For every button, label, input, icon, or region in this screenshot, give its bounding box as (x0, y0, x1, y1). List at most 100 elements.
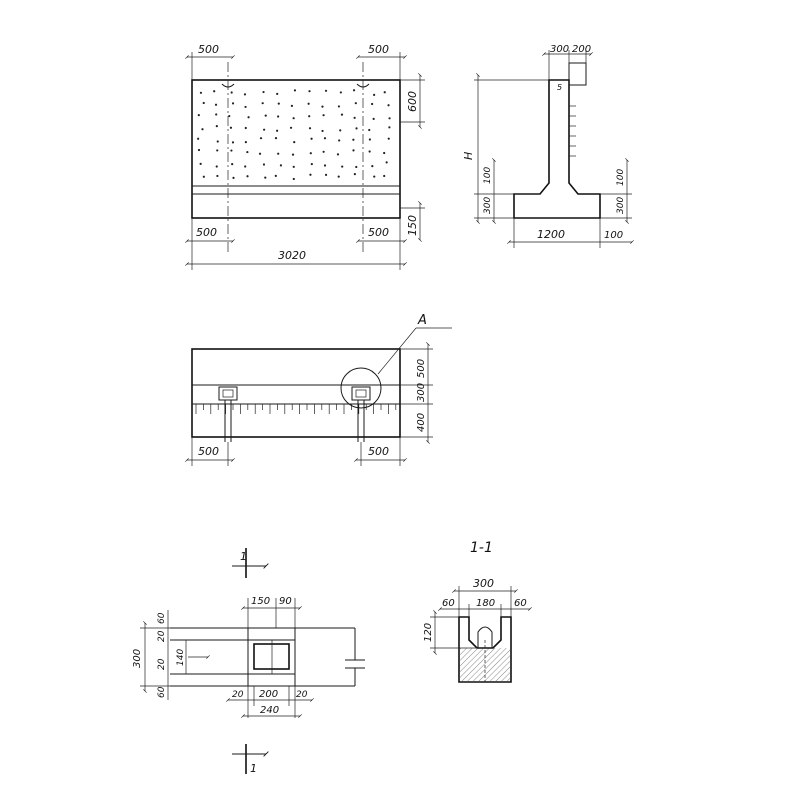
stipple-dot (339, 129, 342, 132)
top-view: 500 500 600 500 500 150 3020 (185, 43, 425, 270)
stipple-dot (340, 113, 344, 116)
stipple-dot (199, 162, 202, 165)
stipple-dot (321, 129, 324, 133)
stipple-dot (308, 127, 312, 130)
stipple-dot (277, 115, 280, 118)
stipple-dot (199, 91, 203, 94)
dim-front-300: 300 (416, 383, 427, 402)
stipple-dot (291, 153, 295, 156)
stipple-dot (373, 175, 376, 178)
stipple-dot (197, 148, 201, 152)
dim-detail-60-bottom: 60 (157, 686, 167, 698)
dim-right-150: 150 (406, 215, 419, 236)
stipple-dot (262, 163, 266, 166)
dim-bottom-left-500: 500 (196, 226, 217, 239)
stipple-dot (309, 152, 312, 155)
stipple-dot (197, 114, 200, 117)
stipple-dot (214, 103, 218, 106)
dim-height-h: H (462, 152, 475, 160)
stipple-dot (352, 149, 355, 152)
stipple-dot (368, 138, 371, 141)
stipple-dot (368, 150, 371, 153)
front-view-outline (191, 348, 401, 438)
stipple-dot (292, 177, 295, 181)
stipple-dot (310, 162, 313, 166)
stipple-dot (264, 114, 267, 117)
stipple-dot (385, 161, 388, 164)
stipple-dot (216, 174, 219, 178)
stipple-dot (368, 128, 371, 132)
top-view-outline (191, 79, 401, 219)
stipple-dot (201, 128, 204, 131)
section-mark-bottom: 1 (250, 762, 257, 775)
stipple-dot (197, 137, 200, 140)
stipple-dot (263, 128, 266, 131)
stipple-dot (321, 105, 324, 108)
dim-detail-150: 150 (251, 596, 270, 607)
dim-base-1200: 1200 (537, 228, 565, 241)
embedded-box-outer (247, 627, 296, 687)
stipple-dot (258, 152, 262, 155)
stipple-dot (383, 151, 386, 155)
stipple-dot (373, 93, 376, 96)
stipple-dot (353, 173, 356, 176)
stipple-dot (308, 115, 311, 118)
stipple-dot (307, 102, 310, 105)
stipple-dot (230, 149, 233, 152)
stipple-dot (292, 117, 295, 120)
stipple-dot (308, 90, 311, 93)
dim-top-200: 200 (572, 44, 591, 55)
profile-marker: 5 (557, 83, 562, 92)
dim-right-600: 600 (406, 91, 419, 112)
stipple-dot (355, 127, 358, 130)
dim-detail-bottom-200: 200 (259, 689, 278, 700)
stipple-dot (264, 176, 267, 179)
stipple-dot (290, 104, 294, 107)
dim-detail-140: 140 (176, 649, 186, 666)
stipple-dot (202, 101, 205, 105)
dim-sec-300: 300 (473, 577, 494, 590)
detail-a-callout-circle (340, 367, 382, 409)
stipple-dot (216, 149, 219, 152)
stipple-dot (202, 175, 205, 178)
dim-right-100: 100 (616, 169, 626, 186)
stipple-dot (213, 90, 216, 93)
front-view: A 500 300 400 500 500 (185, 313, 452, 466)
stipple-dot (274, 137, 278, 140)
stipple-dot (215, 113, 218, 116)
stipple-dot (324, 89, 328, 92)
stipple-dot (336, 153, 340, 156)
cap-block (568, 62, 587, 86)
stipple-dot (352, 138, 355, 141)
stipple-dot (372, 117, 375, 120)
stipple-dot (353, 116, 356, 119)
section-profile: 5 300 200 H 100 300 100 300 (462, 44, 634, 248)
dim-left-300: 300 (483, 197, 493, 214)
stipple-dot (276, 92, 279, 96)
stipple-dot (289, 126, 293, 129)
stipple-dot (261, 102, 264, 105)
stipple-dot (246, 175, 249, 178)
dim-overall-3020: 3020 (278, 249, 306, 262)
stipple-dot (309, 173, 312, 176)
stipple-dot (322, 114, 325, 117)
stipple-dot (244, 126, 247, 130)
stipple-dot (277, 102, 280, 105)
dim-detail-bottom-20-right: 20 (296, 690, 308, 700)
stipple-dot (323, 137, 327, 140)
dim-detail-bottom-240: 240 (260, 705, 279, 716)
dim-detail-90: 90 (279, 596, 292, 607)
dim-left-100: 100 (483, 167, 493, 184)
stipple-dot (338, 139, 341, 142)
dim-front-bottom-right-500: 500 (368, 445, 389, 458)
dim-front-400: 400 (416, 413, 427, 432)
stipple-dot (387, 104, 390, 107)
dim-sec-60-left: 60 (442, 598, 455, 609)
stipple-dot (337, 175, 340, 178)
embedded-plate-right (351, 386, 371, 401)
stipple-dot (276, 129, 279, 132)
dim-detail-20-top: 20 (157, 630, 167, 642)
dim-detail-300: 300 (132, 649, 143, 668)
stipple-dot (229, 126, 233, 129)
